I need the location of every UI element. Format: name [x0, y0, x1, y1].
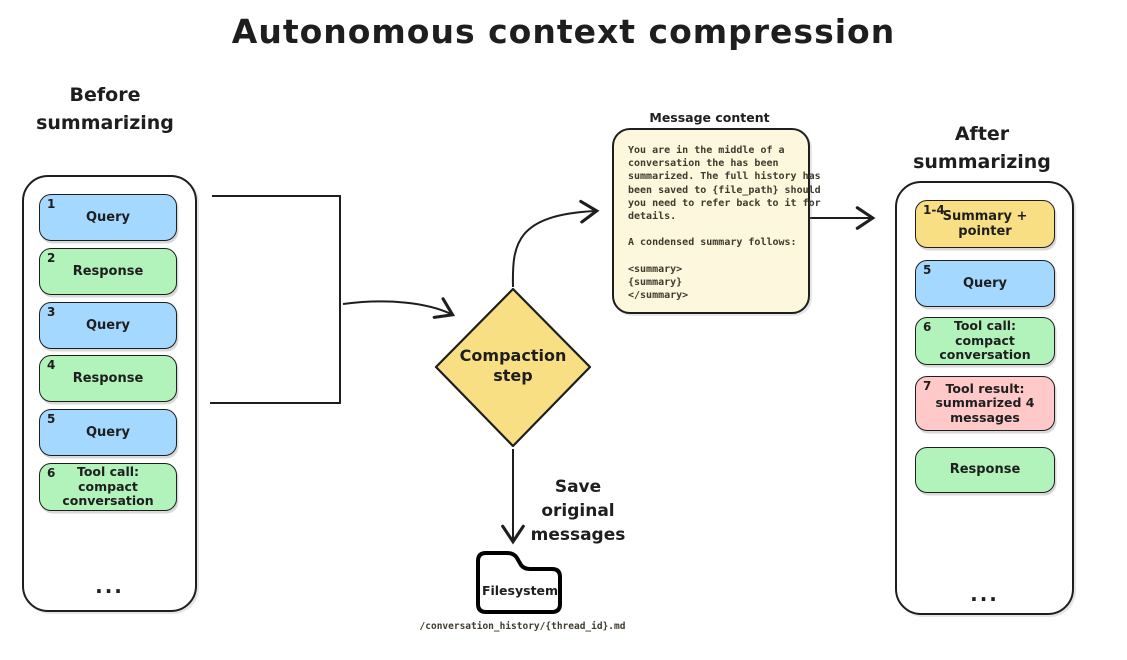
- message-number: 2: [47, 251, 56, 265]
- message-label: Tool call: compact conversation: [62, 463, 154, 509]
- arrow-compaction-to-note: [511, 199, 600, 288]
- message-number: 5: [923, 263, 932, 277]
- compaction-step-label: Compaction step: [459, 346, 567, 385]
- save-original-messages-label: Save original messages: [530, 477, 626, 545]
- message-box-5: 5 Query: [39, 409, 177, 456]
- filesystem-label: Filesystem: [481, 583, 559, 598]
- message-box-query: 5 Query: [915, 260, 1055, 307]
- message-number: 3: [47, 305, 56, 319]
- message-label: Response: [949, 462, 1021, 478]
- after-summarizing-label: After summarizing: [913, 123, 1051, 173]
- message-box-1: 1 Query: [39, 194, 177, 241]
- filesystem-path: /conversation_history/{thread_id}.md: [419, 621, 626, 632]
- before-panel: 1 Query 2 Response 3 Query 4 Response 5 …: [22, 175, 197, 612]
- message-label: Query: [962, 275, 1007, 291]
- message-label: Summary + pointer: [942, 208, 1028, 239]
- message-label: Response: [72, 370, 144, 386]
- message-content-body: You are in the middle of a conversation …: [628, 145, 821, 302]
- message-number: 4: [47, 358, 56, 372]
- after-ellipsis: ...: [970, 582, 999, 606]
- before-ellipsis: ...: [95, 574, 124, 598]
- arrow-bracket-to-compaction: [342, 297, 456, 319]
- message-content-label: Message content: [649, 110, 770, 125]
- message-box-tool-call: 6 Tool call: compact conversation: [915, 317, 1055, 365]
- message-number: 1-4: [923, 203, 945, 217]
- message-label: Query: [85, 317, 130, 333]
- message-label: Tool result: summarized 4 messages: [935, 380, 1035, 425]
- message-label: Query: [85, 424, 130, 440]
- message-number: 1: [47, 197, 56, 211]
- message-number: 6: [923, 320, 932, 334]
- message-label: Response: [72, 263, 144, 279]
- message-box-6: 6 Tool call: compact conversation: [39, 463, 177, 511]
- message-number: 6: [47, 466, 56, 480]
- message-label: Query: [85, 209, 130, 225]
- message-box-summary: 1-4 Summary + pointer: [915, 200, 1055, 248]
- message-content-note: You are in the middle of a conversation …: [612, 128, 821, 314]
- message-box-tool-result: 7 Tool result: summarized 4 messages: [915, 376, 1055, 431]
- before-summarizing-label: Before summarizing: [36, 84, 174, 134]
- message-box-2: 2 Response: [39, 248, 177, 295]
- message-box-4: 4 Response: [39, 355, 177, 402]
- message-number: 5: [47, 412, 56, 426]
- message-box-response: Response: [915, 447, 1055, 493]
- after-panel: 1-4 Summary + pointer 5 Query 6 Tool cal…: [895, 181, 1074, 615]
- message-number: 7: [923, 379, 932, 393]
- message-box-3: 3 Query: [39, 302, 177, 349]
- compaction-selection-bracket: [210, 195, 341, 404]
- page-title: Autonomous context compression: [231, 12, 896, 51]
- message-label: Tool call: compact conversation: [939, 317, 1031, 363]
